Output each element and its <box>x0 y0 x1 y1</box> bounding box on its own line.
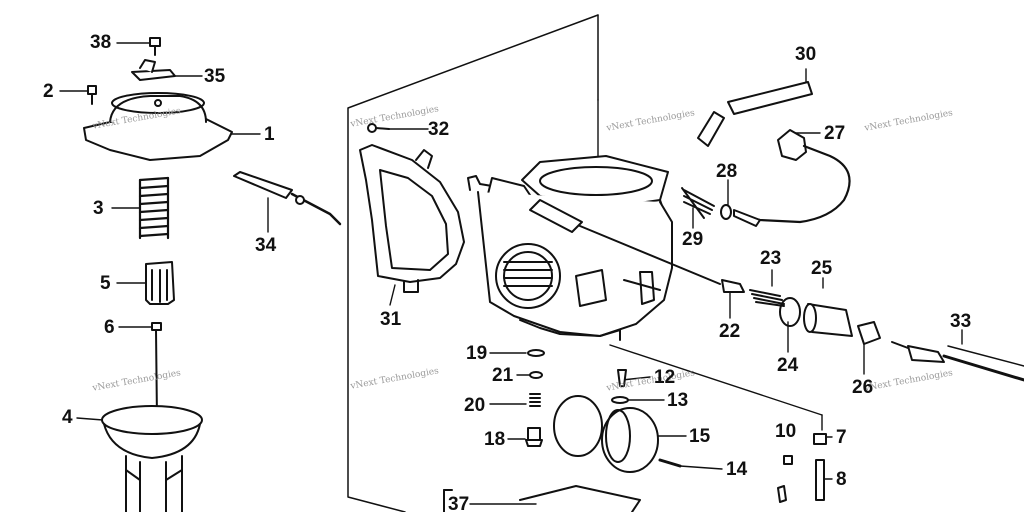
part-38-bolt <box>149 37 161 56</box>
callout-21: 21 <box>492 365 514 386</box>
part-32-screw <box>367 123 390 133</box>
part-9-screw <box>777 485 787 503</box>
part-10-jet <box>783 455 793 465</box>
part-26-cap <box>857 321 881 345</box>
callout-20: 20 <box>464 395 486 416</box>
callout-30: 30 <box>795 44 817 65</box>
callout-18: 18 <box>484 429 506 450</box>
callout-1: 1 <box>264 124 275 145</box>
part-2-screw <box>87 85 97 105</box>
part-1-top-cover <box>83 92 233 161</box>
callout-12: 12 <box>654 367 676 388</box>
callout-4: 4 <box>62 407 73 428</box>
part-29-spring <box>681 187 715 219</box>
part-35-bracket <box>131 59 176 81</box>
part-27-sensor <box>738 129 851 224</box>
part-34-cable <box>233 171 342 226</box>
part-13-pin <box>611 396 629 404</box>
callout-33: 33 <box>950 311 972 332</box>
part-24-oring <box>779 297 801 327</box>
part-18-screw <box>525 427 543 447</box>
carburetor-body <box>467 155 721 341</box>
callout-37: 37 <box>448 494 470 512</box>
callout-14: 14 <box>726 459 748 480</box>
callout-38: 38 <box>90 32 112 53</box>
callout-15: 15 <box>689 426 711 447</box>
part-25-housing <box>803 303 853 337</box>
callout-13: 13 <box>667 390 689 411</box>
part-15-float <box>553 395 659 473</box>
callout-19: 19 <box>466 343 488 364</box>
part-14-pin <box>658 458 682 468</box>
callout-3: 3 <box>93 198 104 219</box>
part-30-hose <box>697 81 813 147</box>
part-20-spring <box>529 393 541 407</box>
callout-26: 26 <box>852 377 874 398</box>
part-12-screw <box>617 369 627 387</box>
callout-27: 27 <box>824 123 846 144</box>
part-7-nut <box>813 433 827 445</box>
callout-28: 28 <box>716 161 738 182</box>
callout-10: 10 <box>775 421 797 442</box>
part-4-diaphragm <box>101 405 203 512</box>
callout-25: 25 <box>811 258 833 279</box>
part-37-gasket <box>443 485 641 512</box>
callout-5: 5 <box>100 273 111 294</box>
callout-2: 2 <box>43 81 54 102</box>
callout-22: 22 <box>719 321 741 342</box>
callout-34: 34 <box>255 235 277 256</box>
part-28-oring <box>720 204 761 227</box>
part-22-jet <box>721 279 745 293</box>
part-31-cover <box>359 144 465 293</box>
part-23-spring <box>749 289 785 307</box>
part-19-washer <box>527 349 545 357</box>
part-33-cable <box>891 341 1024 382</box>
callout-7: 7 <box>836 427 847 448</box>
part-3-spring <box>138 176 170 240</box>
callout-29: 29 <box>682 229 704 250</box>
callout-6: 6 <box>104 317 115 338</box>
part-5-retainer <box>145 261 175 305</box>
part-6-needle <box>151 322 162 421</box>
callout-8: 8 <box>836 469 847 490</box>
part-8-tube <box>815 459 825 501</box>
callout-35: 35 <box>204 66 226 87</box>
callout-32: 32 <box>428 119 450 140</box>
part-21-gasket <box>529 371 543 379</box>
callout-31: 31 <box>380 309 402 330</box>
callout-24: 24 <box>777 355 799 376</box>
callout-23: 23 <box>760 248 782 269</box>
assembly-plane <box>347 14 599 512</box>
